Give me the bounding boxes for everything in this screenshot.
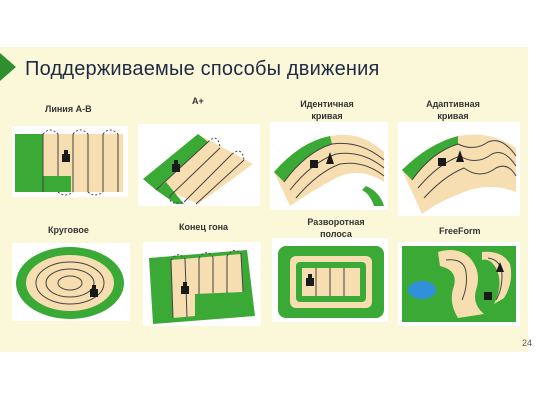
label-circular: Круговое [48, 225, 89, 235]
page-title: Поддерживаемые способы движения [25, 58, 380, 80]
page-number: 24 [522, 338, 533, 348]
diagram-adaptive-curve [398, 122, 520, 216]
label-ab-line: Линия A-B [45, 104, 92, 114]
top-margin [0, 0, 540, 47]
diagram-circular [12, 243, 130, 321]
label-headland: Разворотная полоса [307, 217, 365, 239]
bottom-margin [0, 352, 540, 405]
label-adaptive-curve: Адаптивная кривая [426, 99, 480, 121]
label-identical-curve: Идентичная кривая [300, 99, 354, 121]
label-a-plus: A+ [192, 96, 204, 106]
label-end-of-run: Конец гона [179, 222, 229, 232]
diagram-identical-curve [270, 122, 388, 210]
diagram-end-of-run [143, 242, 261, 326]
label-freeform: FreeForm [439, 226, 481, 236]
diagram-a-plus [138, 124, 260, 206]
diagram-freeform [398, 242, 520, 326]
arrow-icon [0, 53, 16, 81]
diagram-ab-line [12, 126, 128, 197]
diagram-headland [272, 238, 388, 322]
